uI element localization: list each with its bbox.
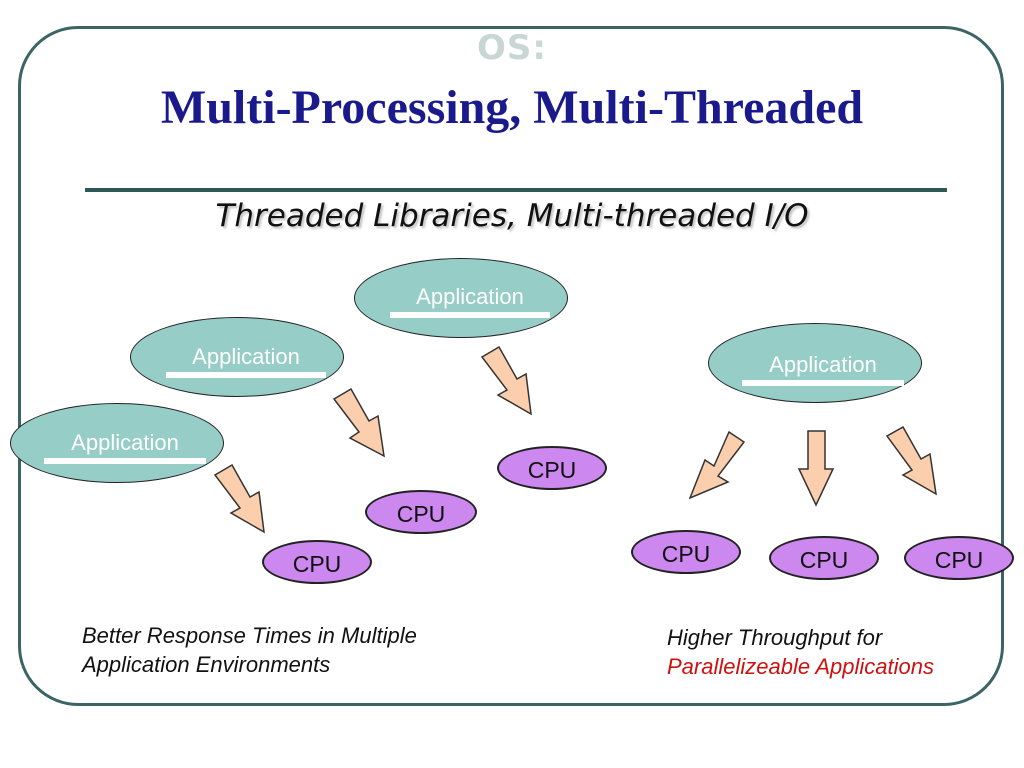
application-label-right: Application [742, 350, 904, 386]
arrow-right-app-to-cpu-right [885, 425, 937, 496]
caption-left-line1: Better Response Times in Multiple [82, 623, 417, 648]
caption-left: Better Response Times in Multiple Applic… [82, 621, 552, 679]
cpu-node-right-2: CPU [769, 536, 879, 580]
os-label: OS: [477, 28, 547, 68]
cpu-node-left-2: CPU [365, 490, 477, 534]
cpu-node-right-3: CPU [904, 536, 1014, 580]
cpu-node-left-1: CPU [262, 540, 372, 584]
slide-title: Multi-Processing, Multi-Threaded [160, 81, 864, 134]
caption-right-line1: Higher Throughput for [667, 625, 883, 650]
caption-right: Higher Throughput for Parallelizeable Ap… [667, 623, 1022, 681]
caption-left-line2: Application Environments [82, 652, 331, 677]
arrow-app1-to-cpu1 [213, 463, 265, 534]
arrow-right-app-to-cpu-left [688, 430, 746, 500]
cpu-node-right-1: CPU [631, 530, 741, 574]
slide-subtitle: Threaded Libraries, Multi-threaded I/O [215, 198, 809, 234]
title-divider [85, 188, 947, 192]
cpu-node-left-3: CPU [497, 446, 607, 490]
application-label-3: Application [390, 282, 550, 318]
slide-frame [18, 26, 1004, 706]
arrow-app3-to-cpu3 [480, 345, 532, 416]
arrow-right-app-to-cpu-middle [797, 430, 835, 507]
arrow-app2-to-cpu2 [332, 387, 385, 458]
caption-right-line2: Parallelizeable Applications [667, 654, 935, 679]
application-label-2: Application [166, 342, 326, 378]
application-label-1: Application [44, 428, 206, 464]
